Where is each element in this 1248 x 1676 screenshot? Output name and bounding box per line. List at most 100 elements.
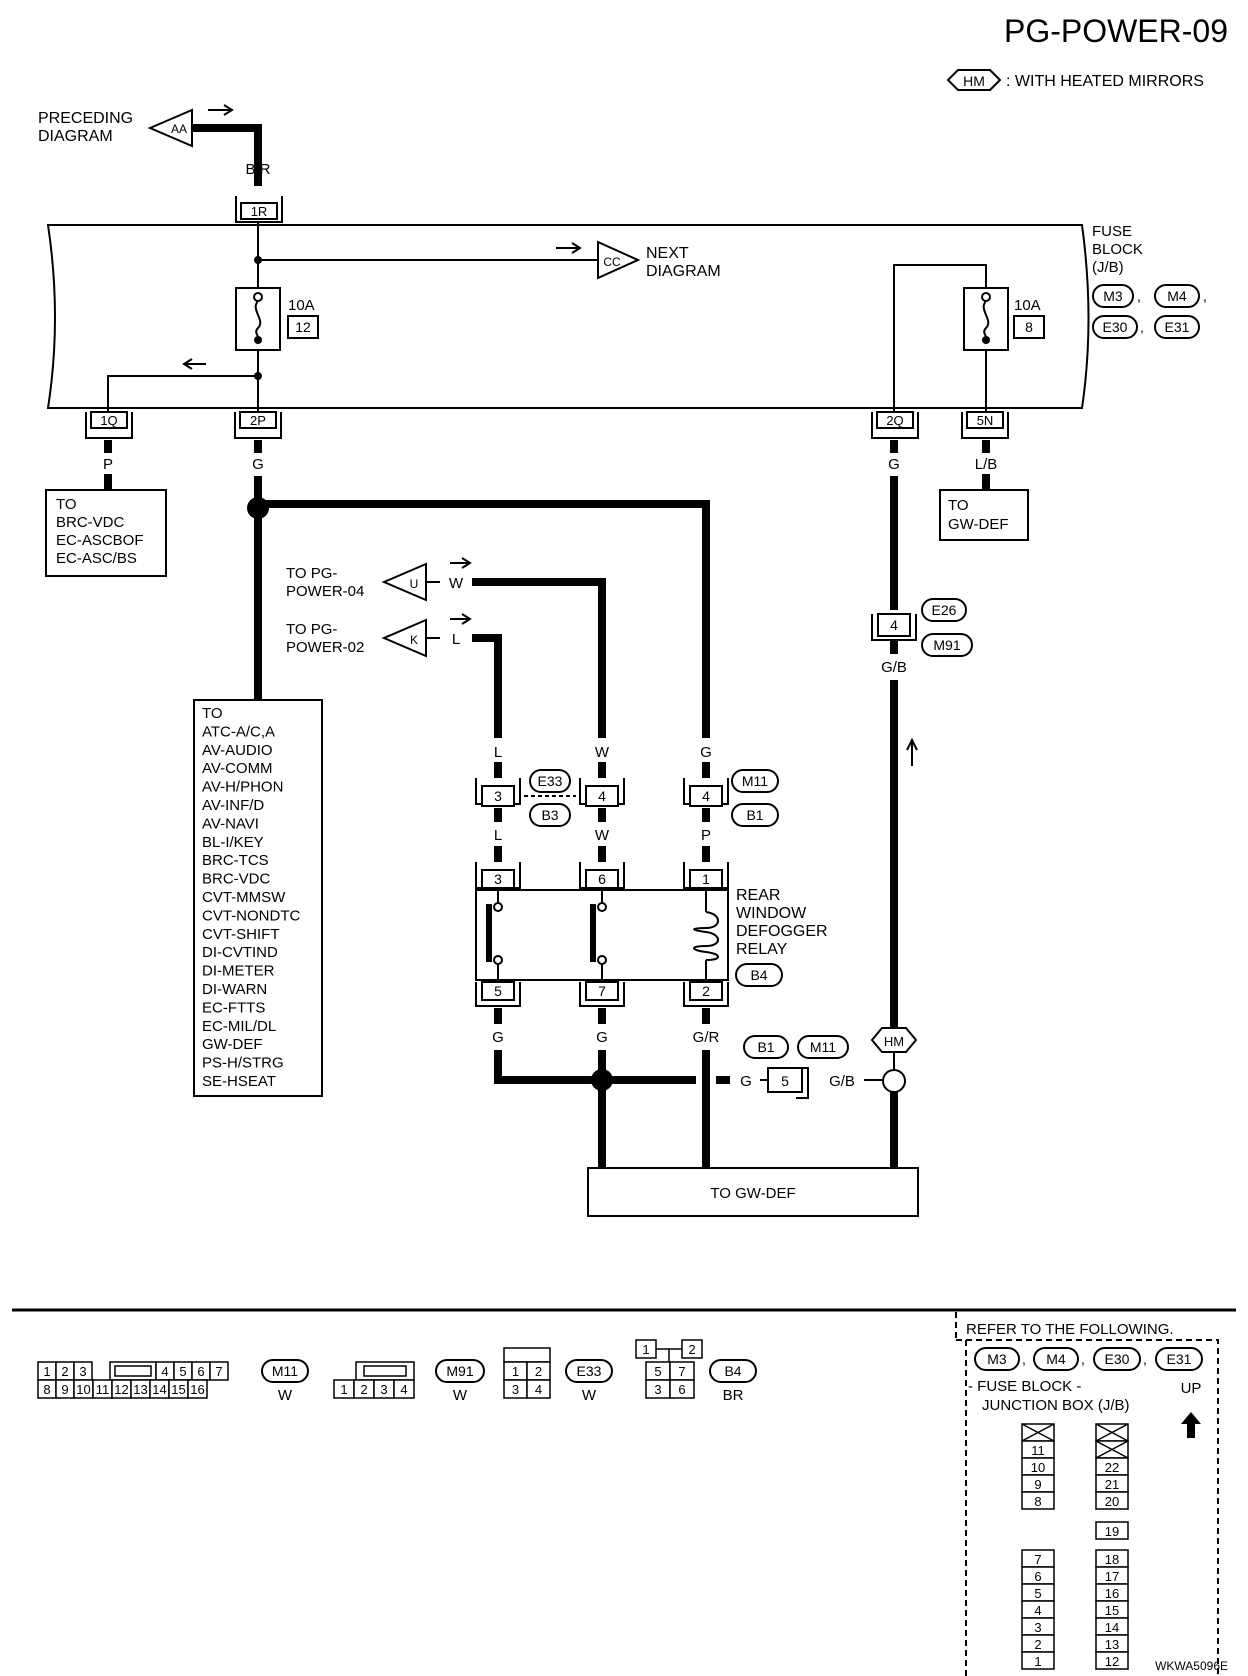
splice-point (591, 1069, 613, 1091)
pg04-label-1: TO PG- (286, 565, 337, 582)
legend-tag: HM (963, 73, 985, 89)
svg-text:,: , (1140, 319, 1144, 335)
jb-pin-number: 5 (1034, 1586, 1041, 1601)
gwdef-right-line-1: GW-DEF (948, 516, 1009, 533)
destination-item: DI-CVTIND (202, 944, 278, 961)
legend-text: : WITH HEATED MIRRORS (1006, 73, 1204, 90)
svg-text:,: , (1081, 1351, 1085, 1367)
destination-item: EC-MIL/DL (202, 1018, 276, 1035)
terminal-2p-label: 2P (250, 413, 266, 428)
jb-pin-number: 18 (1105, 1552, 1119, 1567)
jb-pin-number: 1 (1034, 1654, 1041, 1669)
fuse-b: 10A 8 (963, 287, 1045, 351)
destination-item: CVT-MMSW (202, 889, 286, 906)
relay-label-4: RELAY (736, 941, 788, 958)
terminal-2p: 2P (234, 411, 282, 439)
pin-number: 1 (43, 1364, 50, 1379)
pg02-label-1: TO PG- (286, 621, 337, 638)
m11-label: M11 (742, 773, 768, 789)
destination-item: AV-INF/D (202, 797, 264, 814)
svg-text:,: , (1022, 1351, 1026, 1367)
wire-label-p-lower: P (701, 827, 711, 844)
optional-splice (882, 1069, 906, 1093)
relay-conn-label: B4 (750, 967, 767, 983)
connector-e26-m91: 4 E26 M91 (871, 598, 973, 657)
jb-pin-number: 21 (1105, 1477, 1119, 1492)
pin-number: 3 (654, 1382, 661, 1397)
destination-item: PS-H/STRG (202, 1055, 284, 1072)
relay-pin-7: 7 (598, 983, 606, 999)
wire-label-g-relay5: G (492, 1029, 504, 1046)
svg-text:,: , (1137, 288, 1141, 304)
pin-number: 4 (161, 1364, 168, 1379)
pin-number: 15 (171, 1382, 185, 1397)
arrow-right-icon (556, 242, 582, 254)
pg04-label-2: POWER-04 (286, 583, 364, 600)
pin-number: 3 (380, 1382, 387, 1397)
pin-number: 3 (512, 1382, 519, 1397)
brc-line-2: EC-ASCBOF (56, 532, 144, 549)
refer-panel: REFER TO THE FOLLOWING. M3 , M4 , E30 , … (955, 1312, 1219, 1676)
next-triangle-icon (597, 240, 641, 280)
pin-number: 2 (535, 1364, 542, 1379)
jb-pin-number: 2 (1034, 1637, 1041, 1652)
refer-conn-e30: E30 (1105, 1351, 1130, 1367)
wire-label-w-pg04: W (449, 575, 464, 592)
e33-pin-3: 3 (494, 788, 502, 804)
jb-pin-number: 4 (1034, 1603, 1041, 1618)
gwdef-right-box: TO GW-DEF (939, 489, 1029, 541)
fuse-conn-m4-label: M4 (1167, 288, 1187, 304)
jb-pin-number: 20 (1105, 1494, 1119, 1509)
b1-pin5-label: B1 (757, 1039, 774, 1055)
pin-number: 7 (215, 1364, 222, 1379)
destination-item: ATC-A/C,A (202, 723, 275, 740)
next-diagram-ref: CC NEXT DIAGRAM (597, 240, 721, 280)
fuse-conn-e30 (1092, 315, 1138, 339)
hm-option-marker: HM (870, 1027, 918, 1053)
refer-line-1: - FUSE BLOCK - (968, 1378, 1081, 1395)
wire-label-w-lower: W (595, 827, 610, 844)
relay-switch-icon (486, 904, 492, 962)
pin-number: 2 (61, 1364, 68, 1379)
pin-number: 14 (152, 1382, 166, 1397)
m11-view-label: M11 (272, 1363, 298, 1379)
fuse-conn-m3 (1092, 284, 1134, 308)
hm-marker-tag: HM (884, 1034, 904, 1049)
relay-pin-1: 1 (702, 871, 710, 887)
destination-item: GW-DEF (202, 1036, 263, 1053)
fuse-block-title-3: (J/B) (1092, 259, 1124, 276)
pg02-ref: TO PG- POWER-02 K L (286, 613, 472, 658)
terminal-5n: 5N (961, 411, 1009, 439)
jb-pin-number: 11 (1031, 1443, 1045, 1458)
up-label: UP (1181, 1380, 1202, 1397)
pg04-ref: TO PG- POWER-04 U W (286, 557, 472, 602)
wire-label-w-upper: W (595, 744, 610, 761)
m11-pin-4: 4 (702, 788, 710, 804)
e26-pin-4: 4 (890, 617, 898, 633)
pin5-label: 5 (781, 1073, 789, 1089)
wire-label-g-pin5: G (740, 1073, 752, 1090)
page-id: PG-POWER-09 (1004, 13, 1228, 49)
m91-view-color: W (453, 1387, 468, 1404)
next-label-1: NEXT (646, 245, 689, 262)
jb-pin-number: 15 (1105, 1603, 1119, 1618)
wire-w (472, 578, 606, 738)
jb-pin-number: 14 (1105, 1620, 1119, 1635)
m11-pin5-label: M11 (810, 1039, 836, 1055)
pin-number: 1 (642, 1342, 649, 1357)
destination-item: DI-WARN (202, 981, 267, 998)
fuse-conn-m3-label: M3 (1103, 288, 1123, 304)
fuse-conn-m4 (1154, 284, 1200, 308)
jb-pin-number: 10 (1031, 1460, 1045, 1475)
footer-code: WKWA5096E (1155, 1659, 1228, 1673)
fuse-block-title: FUSE BLOCK (J/B) M3 , M4 , E30 , E31 (1092, 223, 1207, 339)
m11-view-color: W (278, 1387, 293, 1404)
arrow-up-icon (1181, 1412, 1201, 1438)
e26-label: E26 (932, 602, 957, 618)
svg-text:,: , (1203, 288, 1207, 304)
fuse-conn-e30-label: E30 (1103, 319, 1128, 335)
destination-item: EC-FTTS (202, 999, 265, 1016)
pin-number: 7 (678, 1364, 685, 1379)
relay-label-1: REAR (736, 887, 780, 904)
